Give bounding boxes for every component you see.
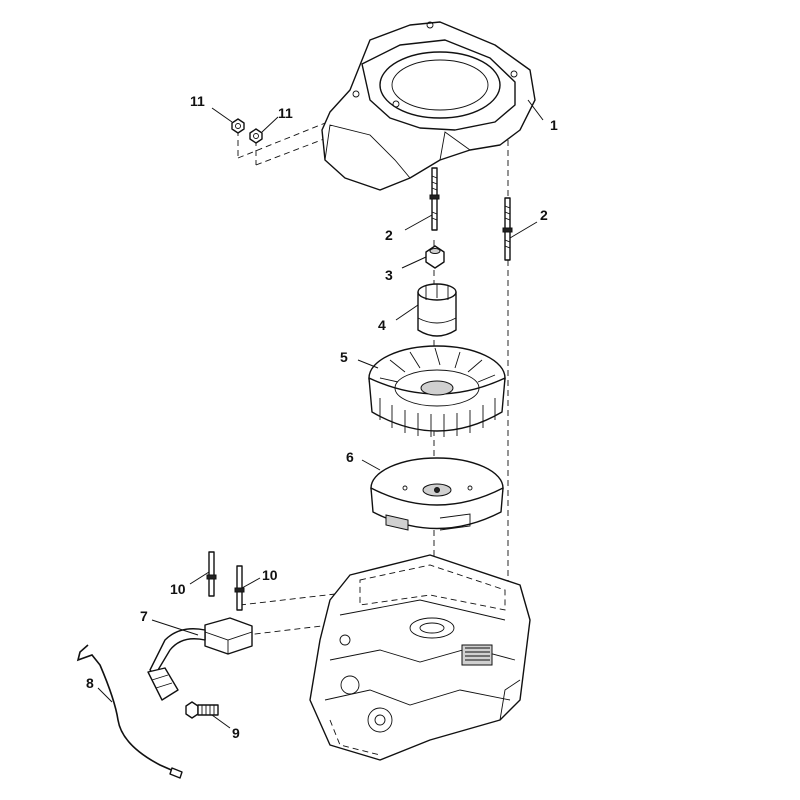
callout-1: 1 (550, 117, 558, 133)
ground-wire (76, 644, 183, 779)
flywheel (370, 457, 504, 531)
flywheel-nut (425, 245, 445, 269)
stud-bolt-part-2-a (429, 167, 440, 231)
engine-crankcase (309, 554, 531, 761)
callout-2-right: 2 (540, 207, 548, 223)
starter-cup (417, 283, 457, 337)
stud-part-10-a (206, 551, 217, 597)
callout-11-right: 11 (278, 105, 293, 121)
callout-9: 9 (232, 725, 240, 741)
callout-3: 3 (385, 267, 393, 283)
callout-8: 8 (86, 675, 94, 691)
spark-plug (185, 701, 219, 719)
stud-bolt-part-2-b (502, 197, 513, 261)
nut-part-11-b (249, 128, 263, 144)
callout-6: 6 (346, 449, 354, 465)
callout-2-left: 2 (385, 227, 393, 243)
leader-lines (97, 99, 544, 729)
callout-10-left: 10 (170, 581, 186, 597)
callouts: 1 2 2 3 4 5 6 7 8 9 10 10 11 11 (86, 93, 558, 741)
callout-4: 4 (378, 317, 386, 333)
ignition-module (147, 617, 253, 701)
callout-7: 7 (140, 608, 148, 624)
fan-housing (321, 21, 536, 191)
callout-5: 5 (340, 349, 348, 365)
callout-10-right: 10 (262, 567, 278, 583)
nut-part-11-a (231, 118, 245, 134)
callout-11-left: 11 (190, 93, 205, 109)
fan-wheel (368, 345, 506, 437)
